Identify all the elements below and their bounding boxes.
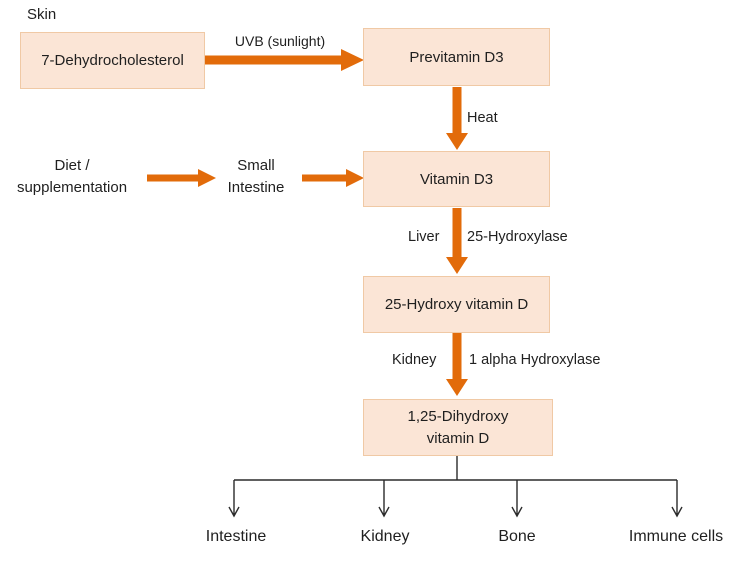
arrow-diet-right <box>147 169 216 187</box>
arrow-kidney-down <box>446 333 468 396</box>
diet-line2: supplementation <box>16 179 128 196</box>
branch-arrow-immune <box>671 480 683 518</box>
small-intestine-line1: Small <box>237 157 275 174</box>
1-alpha-hydroxylase-label: 1 alpha Hydroxylase <box>469 352 601 368</box>
target-intestine-label: Intestine <box>205 528 267 545</box>
arrow-liver-down <box>446 208 468 274</box>
box-vitamin-d3: Vitamin D3 <box>363 151 550 207</box>
uvb-sunlight-label: UVB (sunlight) <box>234 33 326 49</box>
box-vitamin-d3-label: Vitamin D3 <box>419 170 494 188</box>
target-immune-cells-label: Immune cells <box>628 528 724 545</box>
heat-label: Heat <box>467 110 498 126</box>
box-1-25-dihydroxy-line1: 1,25-Dihydroxy <box>407 407 509 425</box>
target-bone-label: Bone <box>498 528 536 545</box>
box-25-hydroxy-vitamin-d: 25-Hydroxy vitamin D <box>363 276 550 333</box>
branch-arrow-intestine <box>228 480 240 518</box>
arrow-uvb-right <box>205 49 364 71</box>
box-7-dehydrocholesterol-label: 7-Dehydrocholesterol <box>41 52 184 69</box>
arrow-intestine-right <box>302 169 364 187</box>
kidney-enzyme-site-label: Kidney <box>392 352 437 368</box>
box-1-25-dihydroxy-vitamin-d: 1,25-Dihydroxy vitamin D <box>363 399 553 456</box>
box-previtamin-d3: Previtamin D3 <box>363 28 550 86</box>
box-previtamin-d3-label: Previtamin D3 <box>409 48 504 66</box>
box-1-25-dihydroxy-line2: vitamin D <box>426 429 490 447</box>
small-intestine-line2: Intestine <box>227 179 285 196</box>
25-hydroxylase-label: 25-Hydroxylase <box>467 229 568 245</box>
small-intestine-label: Small Intestine <box>228 155 285 199</box>
box-7-dehydrocholesterol: 7-Dehydrocholesterol <box>20 32 205 89</box>
branch-arrow-bone <box>511 480 523 518</box>
target-kidney-label: Kidney <box>360 528 410 545</box>
liver-label: Liver <box>408 229 440 245</box>
branch-arrow-kidney <box>378 480 390 518</box>
skin-region-label: Skin <box>27 6 57 23</box>
diet-line1: Diet / <box>54 157 90 174</box>
diet-supplementation-label: Diet / supplementation <box>17 155 127 199</box>
box-25-hydroxy-vitamin-d-label: 25-Hydroxy vitamin D <box>384 296 529 313</box>
arrow-heat-down <box>446 87 468 150</box>
